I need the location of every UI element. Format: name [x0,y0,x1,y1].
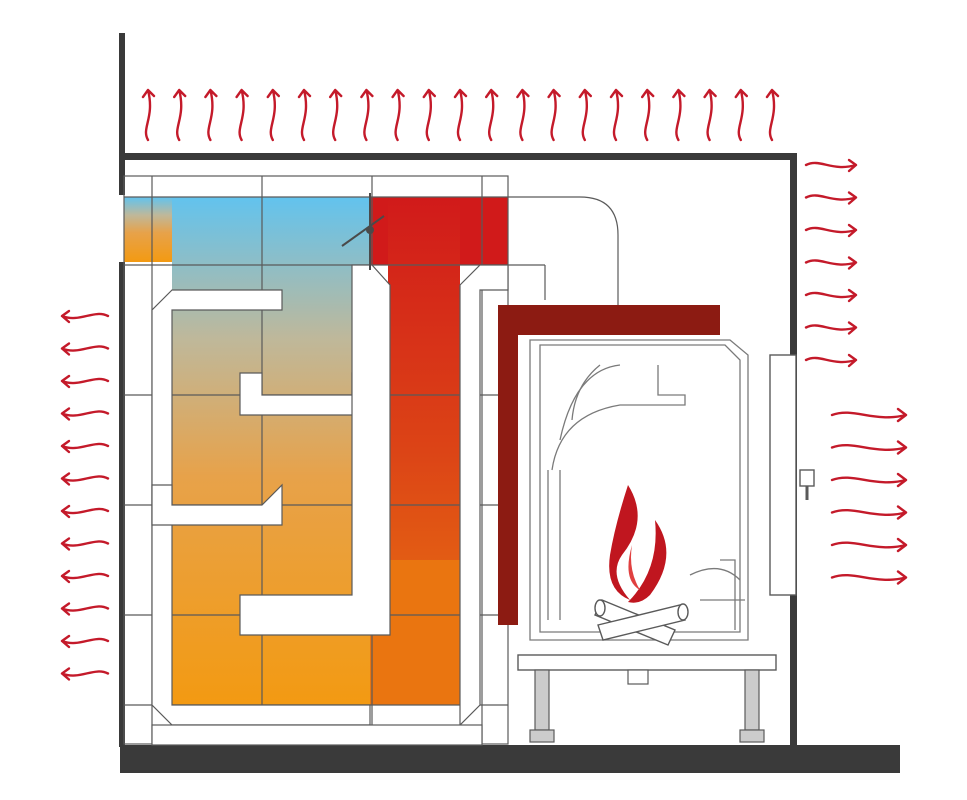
wavy-heat-arrow-icon [60,634,110,649]
wavy-heat-arrow-icon [60,472,110,486]
floor-slab [120,745,900,773]
flue-pipe [508,196,619,305]
wavy-heat-arrow-icon [360,88,374,142]
wavy-heat-arrow-icon [60,439,110,454]
wavy-heat-arrow-icon [804,288,858,303]
stove-base [517,654,777,671]
wavy-heat-arrow-icon [830,440,908,455]
right-riser-wall [459,264,509,727]
wavy-heat-arrow-icon [60,309,110,324]
wavy-heat-arrow-icon [578,88,592,142]
wavy-heat-arrow-icon [60,342,110,356]
outer-frame-left [151,289,371,726]
wavy-heat-arrow-icon [60,602,110,616]
wavy-heat-arrow-icon [641,88,655,142]
wavy-heat-arrow-icon [173,88,187,142]
wavy-heat-arrow-icon [830,472,908,488]
baffle-lower [239,264,391,636]
damper-icon [341,193,385,270]
wavy-heat-arrow-icon [297,88,312,142]
wavy-heat-arrow-icon [804,191,858,205]
flame-icon [609,485,667,603]
wavy-heat-arrow-icon [60,407,110,421]
wavy-heat-arrow-icon [60,504,110,519]
wavy-heat-arrow-icon [830,537,908,553]
wavy-heat-arrow-icon [516,88,530,142]
wavy-heat-arrow-icon [329,88,343,142]
wavy-heat-arrow-icon [804,321,858,335]
wavy-heat-arrow-icon [830,407,908,423]
wavy-heat-arrow-icon [60,537,110,551]
wavy-heat-arrow-icon [804,158,858,173]
wavy-heat-arrow-icon [235,88,249,142]
wavy-heat-arrow-icon [609,88,624,142]
heat-arrows [60,88,908,681]
wavy-heat-arrow-icon [141,88,156,142]
wavy-heat-arrow-icon [804,223,858,238]
stove-legs [529,669,765,743]
wavy-heat-arrow-icon [830,570,908,585]
wavy-heat-arrow-icon [422,88,436,142]
wavy-heat-arrow-icon [60,667,110,681]
wavy-heat-arrow-icon [485,88,499,142]
ceiling [119,153,797,160]
wavy-heat-arrow-icon [765,88,780,142]
wavy-heat-arrow-icon [391,88,405,142]
wavy-heat-arrow-icon [672,88,686,142]
wavy-heat-arrow-icon [804,256,858,270]
base-plinth [151,724,483,746]
wavy-heat-arrow-icon [734,88,748,142]
stove-casing [498,305,720,625]
heat-accumulator [123,175,619,746]
wavy-heat-arrow-icon [830,505,908,520]
stove-body [529,339,749,641]
left-wall-upper [119,33,125,195]
firewood-logs [594,599,689,646]
wavy-heat-arrow-icon [204,88,218,142]
wavy-heat-arrow-icon [60,569,110,584]
stove-door [769,354,797,596]
wavy-heat-arrow-icon [266,88,280,142]
baffle-middle [151,483,283,526]
wavy-heat-arrow-icon [804,353,858,368]
wavy-heat-arrow-icon [60,374,110,389]
stove-insert [498,305,815,743]
flue-baffles [151,264,509,746]
wavy-heat-arrow-icon [703,88,717,142]
left-wall-lower [119,262,125,747]
wavy-heat-arrow-icon [547,88,561,142]
door-handle [799,469,815,487]
wavy-heat-arrow-icon [453,88,468,142]
